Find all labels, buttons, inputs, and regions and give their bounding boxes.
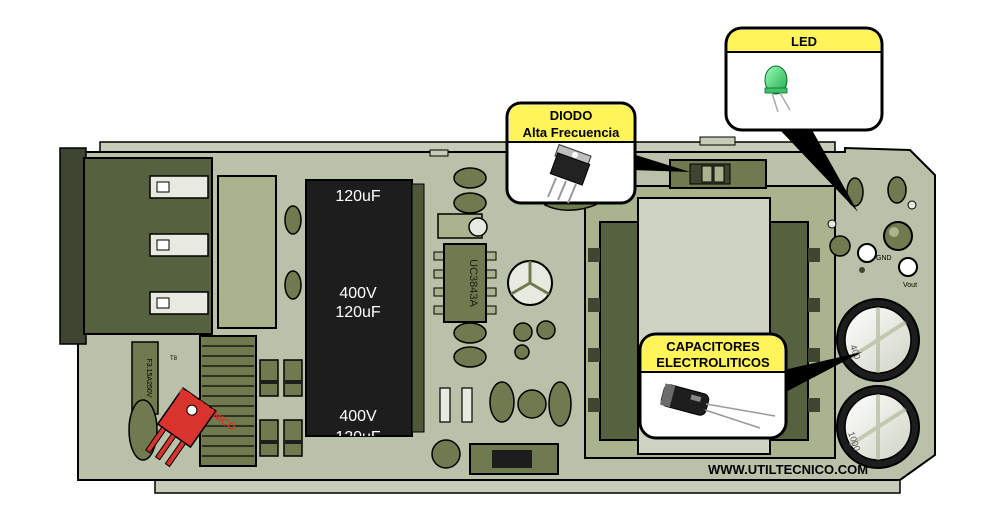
fuse-small-label: T8 xyxy=(170,356,178,362)
website-text: WWW.UTILTECNICO.COM xyxy=(708,462,868,477)
pin-vout-label: Vout xyxy=(903,282,917,289)
fuse-label: F3.15A250V xyxy=(145,359,152,398)
bulk-capacitor: 120uF 400V 120uF 400V 120uF xyxy=(305,179,425,446)
fuse: F3.15A250V T8 xyxy=(131,341,178,415)
bottom-small-parts xyxy=(431,381,572,475)
input-filter-block xyxy=(217,175,277,329)
ac-input-connector xyxy=(59,147,213,345)
callout-capacitors-title-2: ELECTROLITICOS xyxy=(656,355,770,370)
bulk-cap-label-c2: 120uF xyxy=(335,429,381,446)
radial-capacitor-small xyxy=(507,260,556,360)
callout-led-title: LED xyxy=(791,34,817,49)
output-capacitor-1: 400 xyxy=(836,298,920,382)
varistor xyxy=(128,399,158,461)
led-onboard xyxy=(883,221,913,251)
pwm-controller-ic: UC3843A xyxy=(433,243,497,323)
pin-gnd-label: GND xyxy=(876,255,892,262)
input-resistors xyxy=(284,205,302,300)
bridge-diodes xyxy=(259,359,303,457)
callout-diode-title-1: DIODO xyxy=(550,108,593,123)
bulk-cap-label-a: 120uF xyxy=(335,188,381,205)
common-mode-choke xyxy=(199,335,257,467)
bulk-cap-label-c1: 400V xyxy=(339,408,377,425)
callout-diode: DIODO Alta Frecuencia xyxy=(505,101,690,205)
misc-resistors-top xyxy=(437,167,488,368)
output-capacitor-2: 1000 xyxy=(836,385,920,469)
high-frequency-diode-onboard xyxy=(669,159,767,189)
callout-capacitors-title-1: CAPACITORES xyxy=(666,339,760,354)
led-icon xyxy=(764,65,791,113)
callout-capacitors: CAPACITORES ELECTROLITICOS xyxy=(638,332,862,440)
bulk-cap-label-b2: 120uF xyxy=(335,304,381,321)
diode-icon xyxy=(547,143,592,204)
electrolytic-capacitor-icon xyxy=(659,383,776,429)
callout-diode-title-2: Alta Frecuencia xyxy=(523,125,621,140)
callout-led: LED xyxy=(724,26,884,212)
ic-label: UC3843A xyxy=(467,259,479,307)
bulk-cap-label-b1: 400V xyxy=(339,285,377,302)
output-small-parts: GND Vout xyxy=(827,176,918,289)
